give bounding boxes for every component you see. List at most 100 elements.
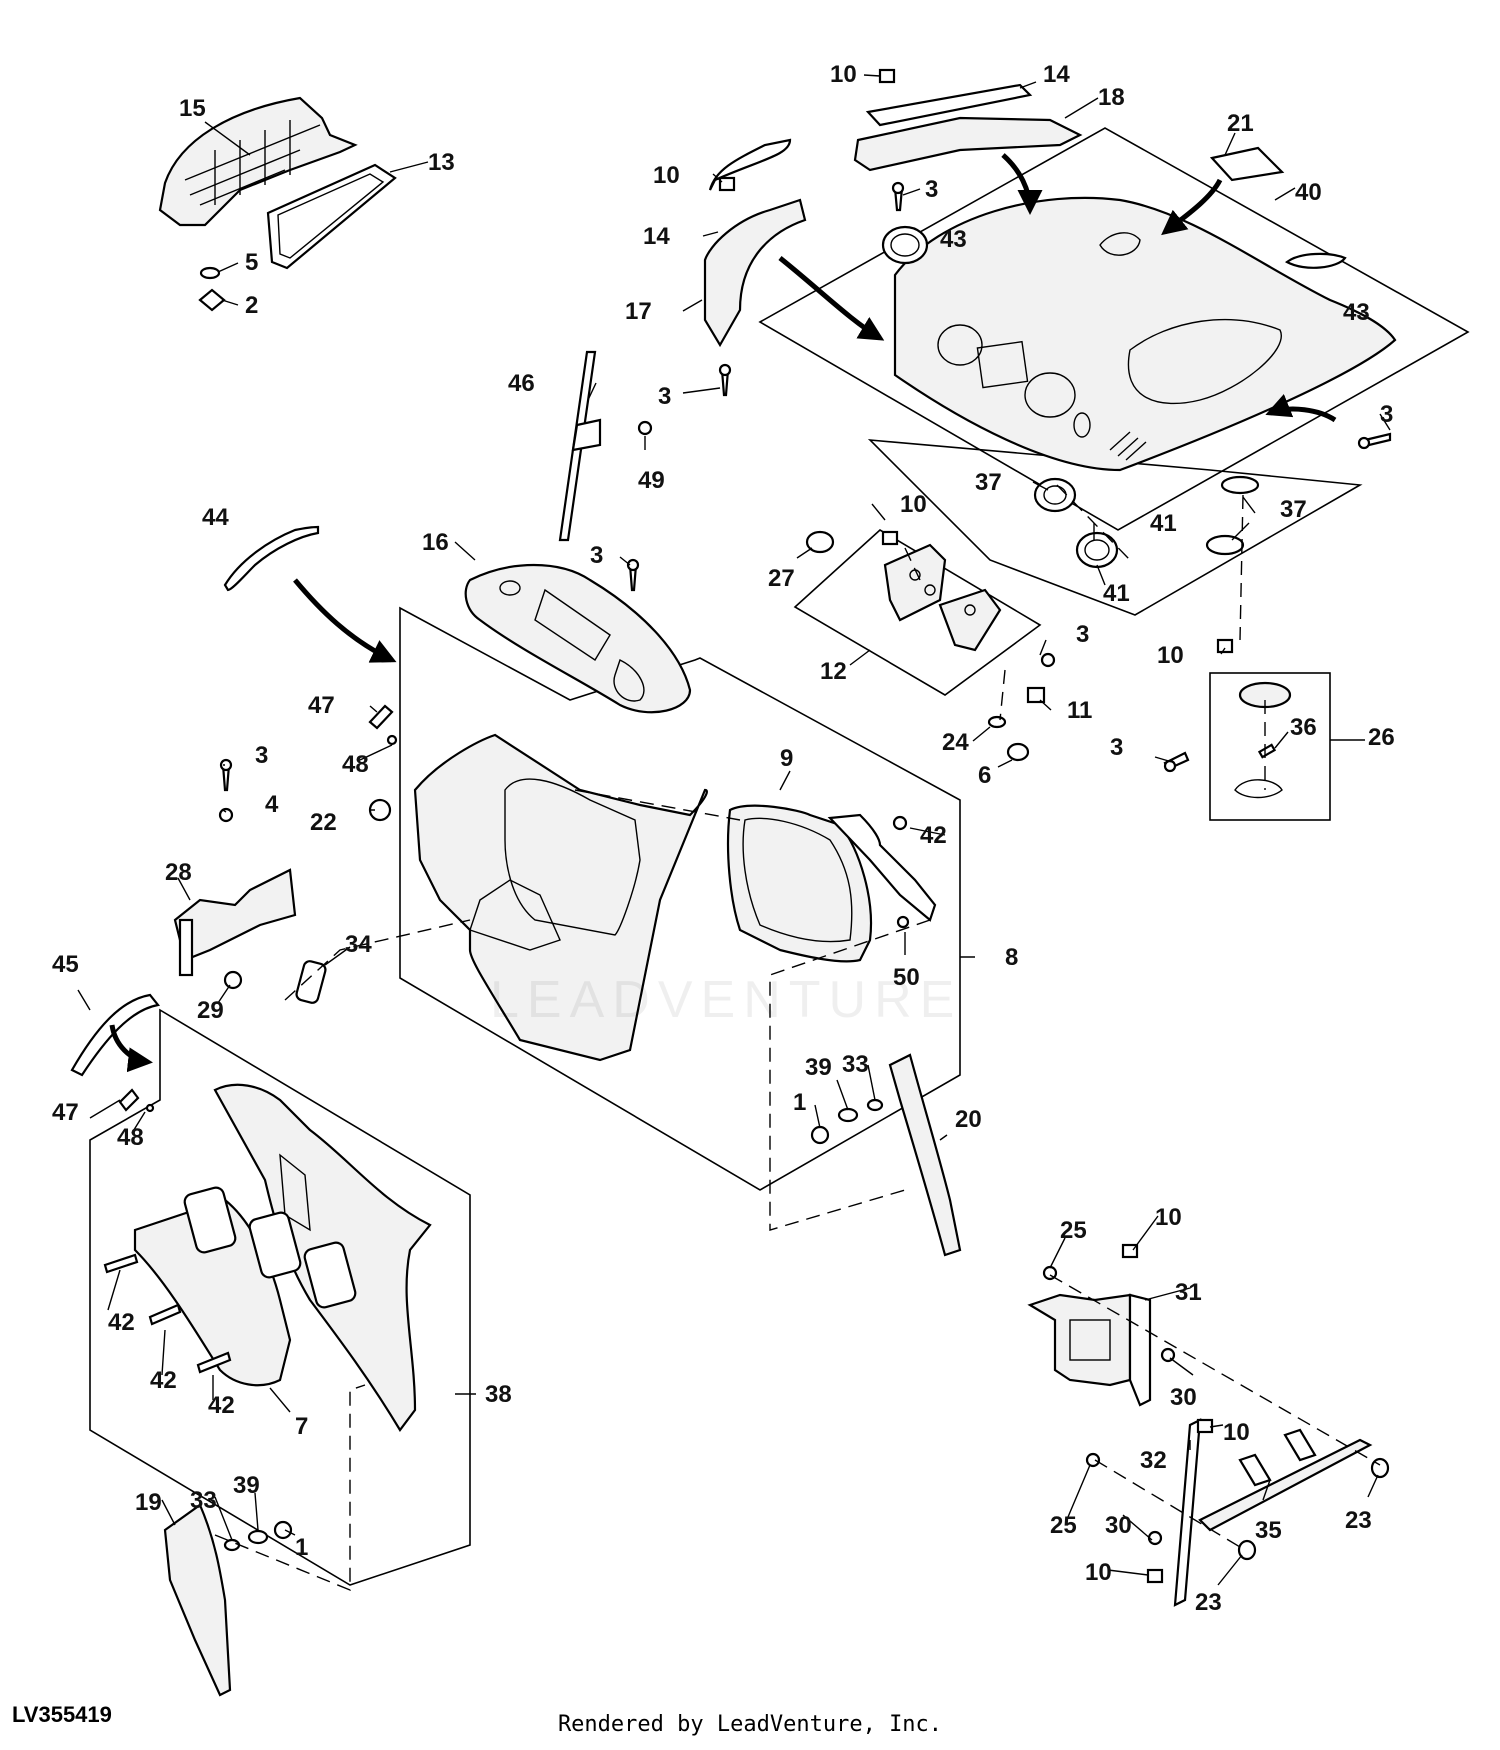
callout-27: 27 xyxy=(768,565,795,592)
part-3-screw-pillar xyxy=(718,363,732,397)
part-41-lens-right xyxy=(1205,534,1245,556)
assembly-plane-headliner-lights xyxy=(867,439,1363,616)
callout-15: 15 xyxy=(179,95,206,122)
callout-7: 7 xyxy=(295,1413,308,1440)
part-8-main-panel xyxy=(413,733,708,1062)
callout-47: 47 xyxy=(308,692,335,719)
part-47-clip-upper xyxy=(368,704,394,730)
callout-32: 32 xyxy=(1140,1447,1167,1474)
part-45-trim xyxy=(70,993,161,1077)
callout-24: 24 xyxy=(942,729,969,756)
part-28-bracket xyxy=(173,868,297,977)
callout-40: 40 xyxy=(1295,179,1322,206)
callout-47: 47 xyxy=(52,1099,79,1126)
callout-42: 42 xyxy=(208,1392,235,1419)
part-10-clip-top xyxy=(878,68,896,84)
callout-29: 29 xyxy=(197,997,224,1024)
callout-38: 38 xyxy=(485,1381,512,1408)
callout-50: 50 xyxy=(893,964,920,991)
part-47-clip-lower xyxy=(118,1088,140,1112)
callout-43: 43 xyxy=(1343,299,1370,326)
part-3-screw-headliner xyxy=(1357,432,1392,450)
part-44-seal xyxy=(223,525,320,592)
callout-21: 21 xyxy=(1227,110,1254,137)
callout-25: 25 xyxy=(1060,1217,1087,1244)
callout-10: 10 xyxy=(1085,1559,1112,1586)
callout-4: 4 xyxy=(265,791,279,818)
callout-10: 10 xyxy=(830,61,857,88)
leader-lines xyxy=(77,74,1391,1586)
part-37-light-left xyxy=(1033,477,1077,513)
callout-3: 3 xyxy=(1110,734,1123,761)
part-46-strip xyxy=(558,350,602,542)
callout-39: 39 xyxy=(805,1054,832,1081)
part-13-filter xyxy=(266,163,397,270)
callout-18: 18 xyxy=(1098,84,1125,111)
callout-1: 1 xyxy=(295,1534,308,1561)
part-42-trim-right xyxy=(827,813,937,922)
callout-30: 30 xyxy=(1170,1384,1197,1411)
callout-8: 8 xyxy=(1005,944,1018,971)
callout-10: 10 xyxy=(1155,1204,1182,1231)
callout-43: 43 xyxy=(940,226,967,253)
part-1-nut-lower xyxy=(273,1520,293,1540)
detail-box-26 xyxy=(1209,672,1331,821)
callout-36: 36 xyxy=(1290,714,1317,741)
part-4-nut-left xyxy=(218,807,234,823)
callout-14: 14 xyxy=(1043,61,1070,88)
watermark: LEADVENTURE xyxy=(490,971,963,1029)
part-49-nut xyxy=(637,420,653,436)
callout-14: 14 xyxy=(643,223,670,250)
callout-10: 10 xyxy=(653,162,680,189)
callout-3: 3 xyxy=(1380,401,1393,428)
part-42-screw-right xyxy=(892,815,908,831)
callout-3: 3 xyxy=(590,542,603,569)
part-41-lens-left xyxy=(1075,531,1119,569)
part-3-screw-console xyxy=(1040,652,1056,668)
part-33-washer-upper xyxy=(866,1098,884,1112)
part-42-screws-lower xyxy=(103,1253,232,1374)
part-10-clip-dome xyxy=(1216,638,1234,654)
part-32-bracket xyxy=(1173,1418,1202,1607)
callout-10: 10 xyxy=(900,491,927,518)
callout-28: 28 xyxy=(165,859,192,886)
assembly-arrows xyxy=(109,153,1337,1073)
callout-3: 3 xyxy=(658,383,671,410)
part-43-seal-right xyxy=(1284,252,1347,269)
part-40-headliner xyxy=(893,196,1397,472)
part-26-dome-light xyxy=(1234,681,1292,799)
callout-3: 3 xyxy=(255,742,268,769)
part-18-bracket-top xyxy=(853,116,1083,172)
callout-42: 42 xyxy=(108,1309,135,1336)
part-9-door-frame xyxy=(726,804,873,963)
callout-2: 2 xyxy=(245,292,258,319)
callout-49: 49 xyxy=(638,467,665,494)
assembly-plane-console xyxy=(793,529,1042,696)
callout-19: 19 xyxy=(135,1489,162,1516)
callout-42: 42 xyxy=(150,1367,177,1394)
part-10-clip-pillar xyxy=(718,176,736,192)
part-43-seal-left xyxy=(881,225,929,265)
callout-5: 5 xyxy=(245,249,258,276)
callout-17: 17 xyxy=(625,298,652,325)
part-30-screws xyxy=(1147,1347,1176,1546)
callout-1: 1 xyxy=(793,1089,806,1116)
vents xyxy=(183,1186,357,1309)
part-17-pillar-trim xyxy=(703,198,807,348)
callout-10: 10 xyxy=(1157,642,1184,669)
part-2-wing-nut xyxy=(198,288,226,312)
callout-46: 46 xyxy=(508,370,535,397)
part-3-screw-console-top xyxy=(626,558,640,592)
part-20-pillar xyxy=(888,1053,962,1257)
part-10-clip-console xyxy=(881,530,899,546)
part-14-trim-top xyxy=(865,83,1033,127)
part-21-pad xyxy=(1209,146,1285,182)
part-24-washer xyxy=(987,715,1007,729)
part-10-clips-lower xyxy=(1121,1243,1214,1584)
callout-26: 26 xyxy=(1368,724,1395,751)
part-12-control-console xyxy=(883,543,1002,652)
callout-10: 10 xyxy=(1223,1419,1250,1446)
callout-9: 9 xyxy=(780,745,793,772)
part-37-light-right xyxy=(1220,475,1260,495)
part-27-knob xyxy=(805,530,835,554)
